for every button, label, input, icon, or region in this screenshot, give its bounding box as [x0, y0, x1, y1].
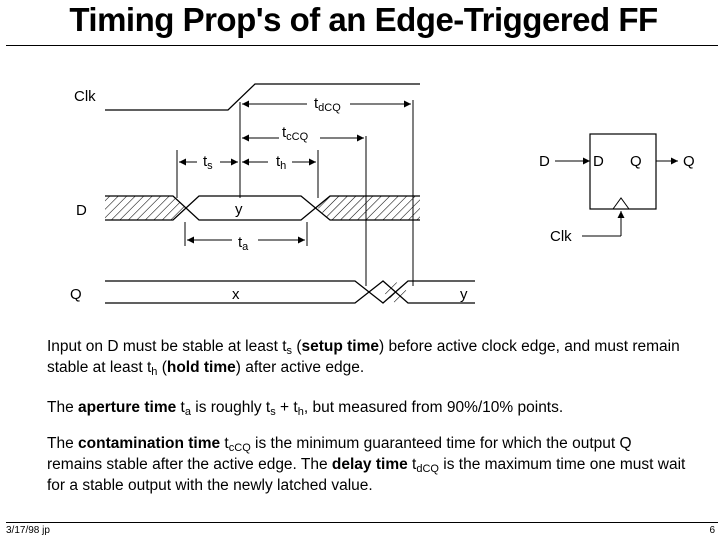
- delay-time-term: delay time: [331, 456, 408, 473]
- q-waveform: [105, 280, 475, 304]
- t-ccq-label: tcCQ: [282, 124, 309, 143]
- page-number: 6: [709, 525, 715, 536]
- q-signal-label: Q: [70, 286, 82, 303]
- ff-input-label: D: [539, 153, 550, 170]
- ff-output-label: Q: [683, 153, 695, 170]
- flip-flop-symbol: [555, 133, 678, 237]
- slide-title: Timing Prop's of an Edge-Triggered FF: [69, 1, 658, 38]
- t-s-label: ts: [203, 153, 213, 172]
- q-new-value-label: y: [460, 286, 468, 303]
- setup-hold-paragraph: Input on D must be stable at least ts (s…: [47, 338, 680, 378]
- contamination-delay-paragraph: The contamination time tcCQ is the minim…: [47, 435, 686, 494]
- t-a-label: ta: [238, 234, 249, 253]
- title-divider: [6, 45, 718, 46]
- d-signal-label: D: [76, 202, 87, 219]
- contamination-time-term: contamination time: [78, 435, 221, 452]
- ff-clock-label: Clk: [550, 228, 572, 245]
- clk-waveform: [105, 83, 420, 111]
- hold-time-term: hold time: [166, 359, 236, 376]
- timing-reference-lines: [176, 100, 414, 286]
- aperture-time-term: aperture time: [78, 399, 177, 416]
- footer-divider: [6, 522, 718, 523]
- t-h-label: th: [276, 153, 286, 172]
- setup-time-term: setup time: [301, 338, 380, 355]
- aperture-paragraph: The aperture time ta is roughly ts + th,…: [47, 399, 564, 418]
- d-value-label: y: [235, 201, 243, 218]
- ff-port-d-label: D: [593, 153, 604, 170]
- d-waveform: [105, 195, 420, 221]
- timing-diagram: Clk D Q y x y tdCQ tcCQ: [70, 83, 695, 304]
- t-dcq-label: tdCQ: [314, 95, 341, 114]
- clk-signal-label: Clk: [74, 88, 96, 105]
- q-old-value-label: x: [232, 286, 240, 303]
- ff-port-q-label: Q: [630, 153, 642, 170]
- footer-date: 3/17/98 jp: [6, 525, 50, 536]
